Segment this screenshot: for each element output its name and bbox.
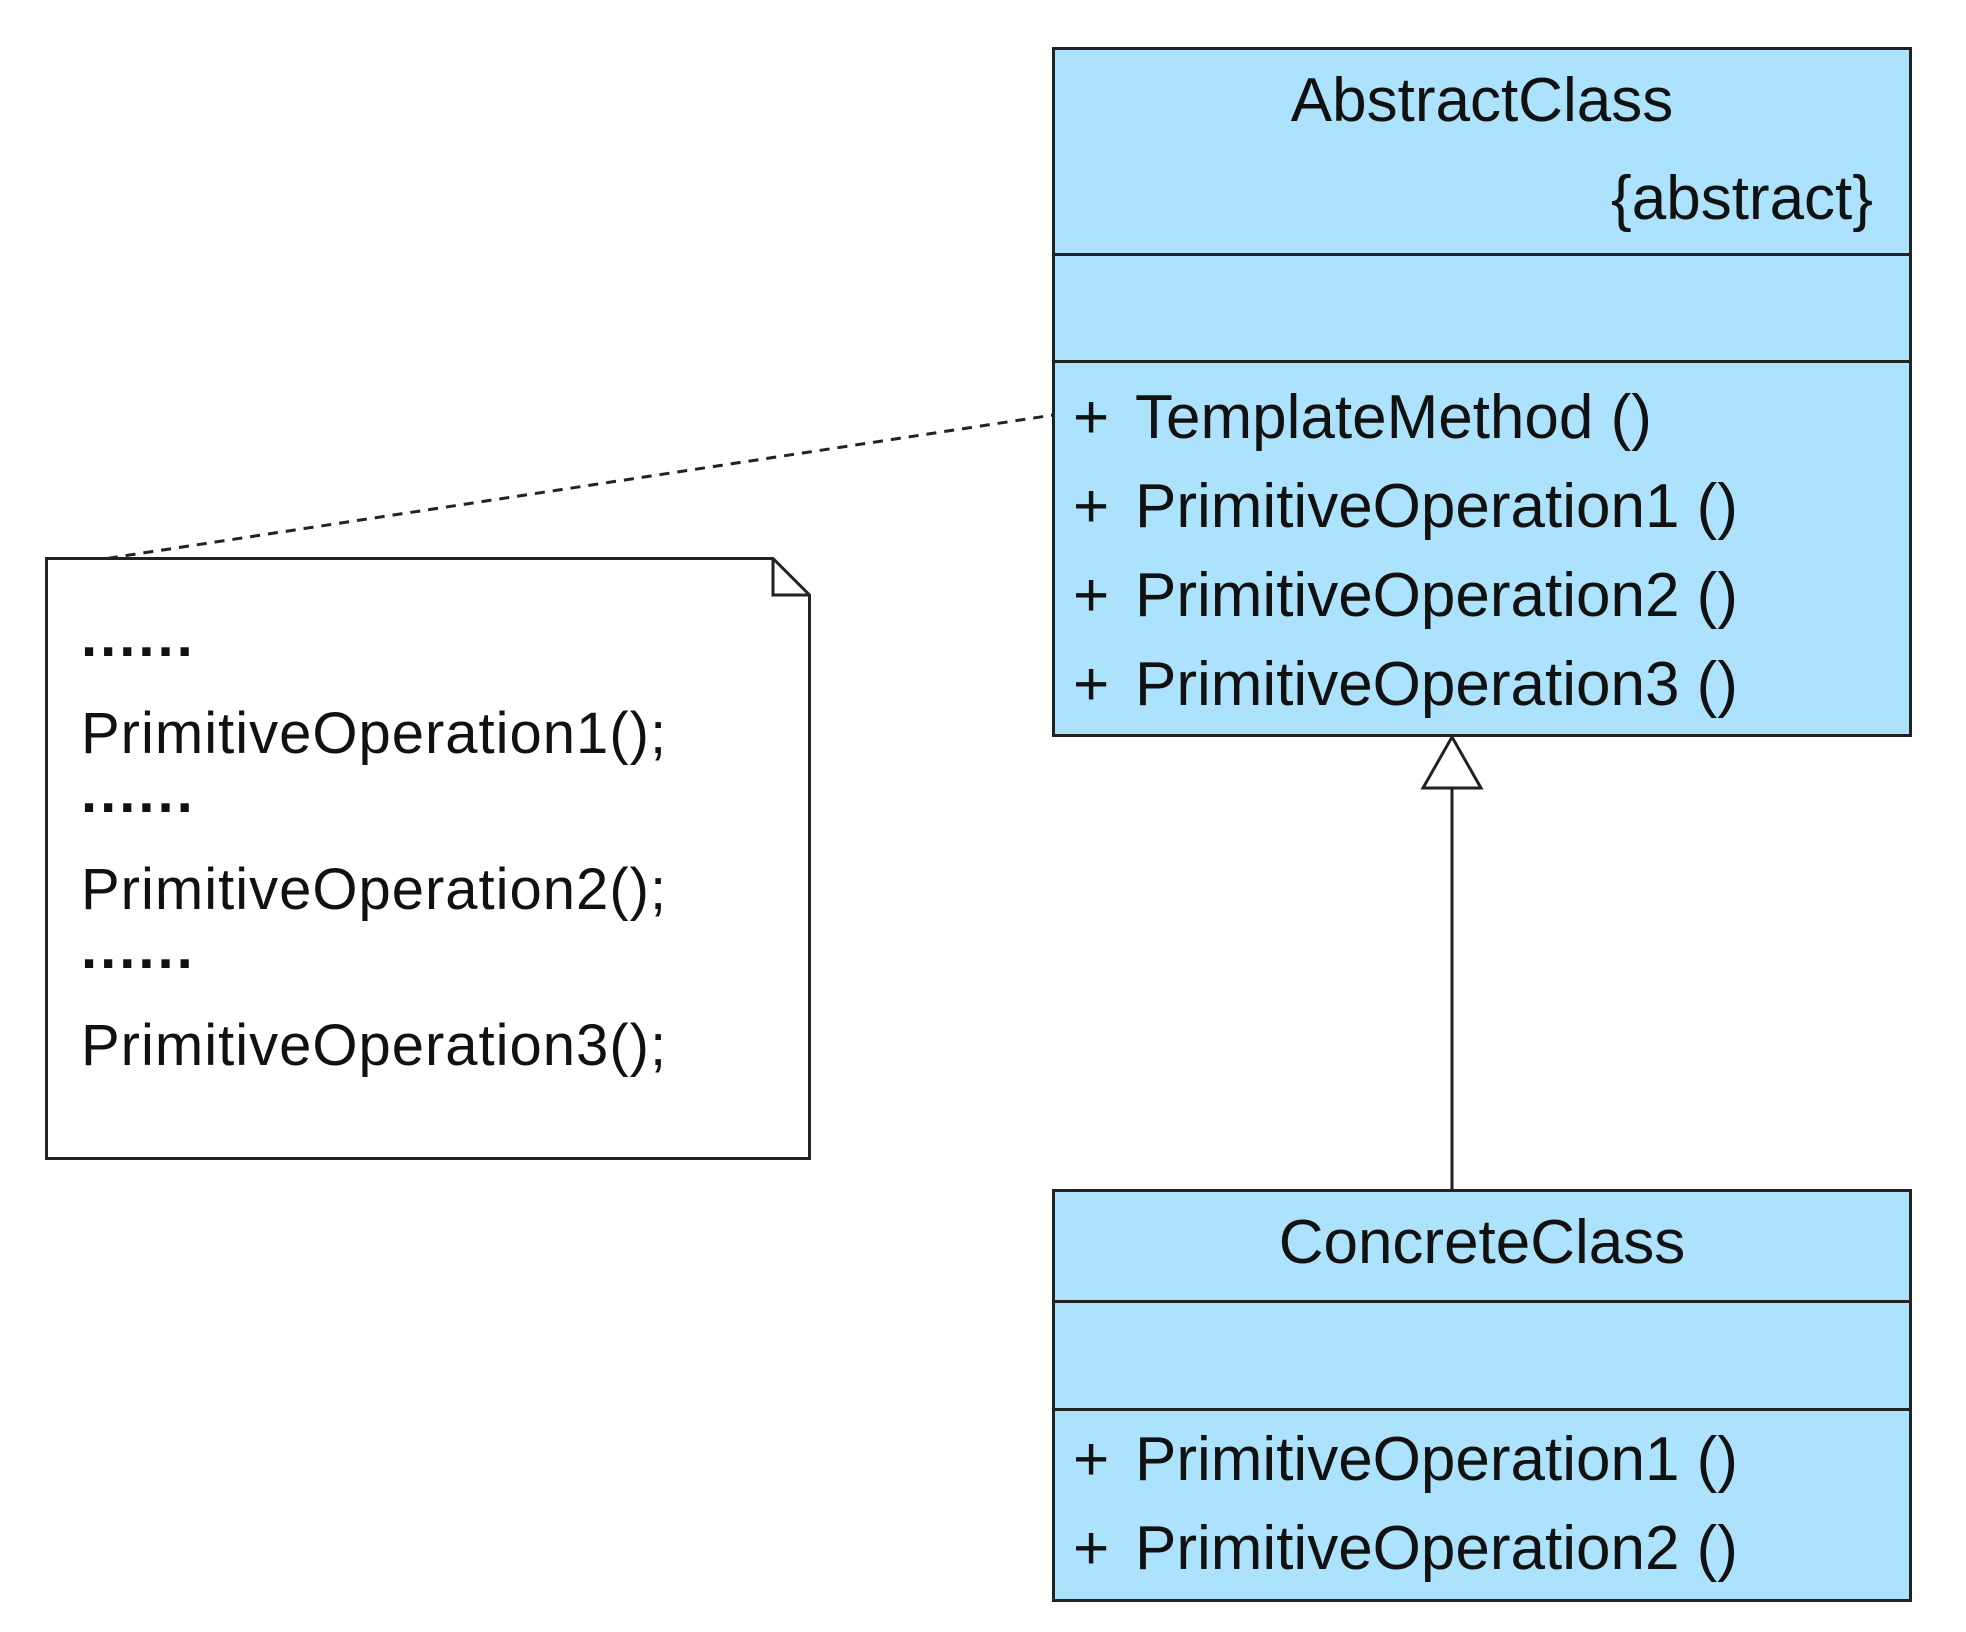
operation-primitive-1: + PrimitiveOperation1 () xyxy=(1055,462,1909,551)
visibility-public: + xyxy=(1073,471,1110,541)
concrete-class-box[interactable]: ConcreteClass + PrimitiveOperation1 () +… xyxy=(1052,1189,1912,1602)
note-line-call: PrimitiveOperation1(); xyxy=(81,701,668,766)
operation-template-method: + TemplateMethod () xyxy=(1055,373,1909,462)
note-line-call: PrimitiveOperation3(); xyxy=(81,1013,668,1078)
class-name: AbstractClass xyxy=(1290,66,1674,135)
abstract-stereotype: {abstract} xyxy=(1611,164,1873,233)
note-line-ellipsis: ...... xyxy=(81,760,196,825)
class-name: ConcreteClass xyxy=(1278,1208,1686,1277)
note-line-ellipsis: ...... xyxy=(81,916,196,981)
operation-label: PrimitiveOperation2 () xyxy=(1135,560,1738,630)
note-line-ellipsis: ...... xyxy=(81,604,196,669)
operation-label: PrimitiveOperation3 () xyxy=(1135,649,1738,719)
visibility-public: + xyxy=(1073,382,1110,452)
operation-primitive-3: + PrimitiveOperation3 () xyxy=(1055,640,1909,729)
operation-primitive-2: + PrimitiveOperation2 () xyxy=(1055,1504,1909,1593)
visibility-public: + xyxy=(1073,560,1110,630)
operations-compartment: + TemplateMethod () + PrimitiveOperation… xyxy=(1055,360,1909,729)
attributes-compartment xyxy=(1055,253,1909,360)
abstract-class-box[interactable]: AbstractClass {abstract} + TemplateMetho… xyxy=(1052,47,1912,737)
visibility-public: + xyxy=(1073,649,1110,719)
visibility-public: + xyxy=(1073,1513,1110,1583)
operation-label: PrimitiveOperation1 () xyxy=(1135,471,1738,541)
code-note: ...... PrimitiveOperation1(); ...... Pri… xyxy=(45,557,811,1160)
operation-label: PrimitiveOperation2 () xyxy=(1135,1513,1738,1583)
note-line-call: PrimitiveOperation2(); xyxy=(81,857,668,922)
operation-primitive-1: + PrimitiveOperation1 () xyxy=(1055,1415,1909,1504)
note-shape xyxy=(45,557,811,1160)
note-text: ...... PrimitiveOperation1(); ...... Pri… xyxy=(81,604,668,1085)
generalization-arrowhead xyxy=(1420,733,1484,790)
note-anchor-line xyxy=(89,412,1061,563)
visibility-public: + xyxy=(1073,1424,1110,1494)
class-name-compartment: AbstractClass {abstract} xyxy=(1055,50,1909,253)
operation-label: PrimitiveOperation1 () xyxy=(1135,1424,1738,1494)
attributes-compartment xyxy=(1055,1300,1909,1408)
class-name-compartment: ConcreteClass xyxy=(1055,1192,1909,1300)
operation-label: TemplateMethod () xyxy=(1135,382,1652,452)
operation-primitive-2: + PrimitiveOperation2 () xyxy=(1055,551,1909,640)
operations-compartment: + PrimitiveOperation1 () + PrimitiveOper… xyxy=(1055,1408,1909,1593)
